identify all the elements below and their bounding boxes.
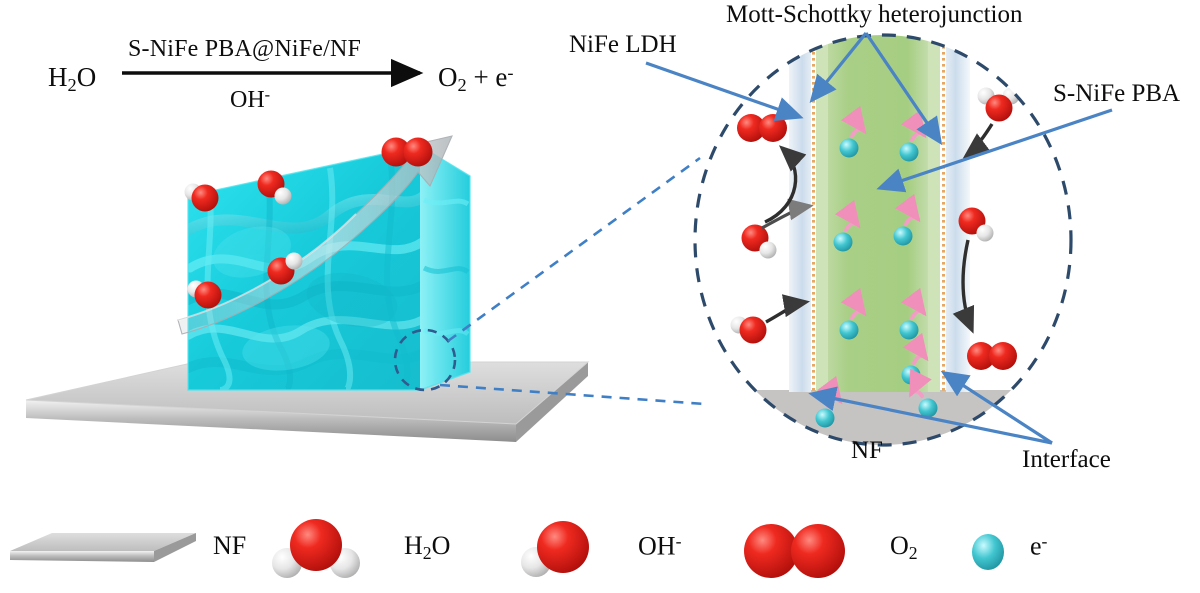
hydroxide-molecule bbox=[741, 224, 777, 259]
water-molecule-icon bbox=[272, 519, 360, 578]
hydroxide-molecule bbox=[267, 252, 303, 285]
molecule-group-circle-right bbox=[952, 87, 1020, 370]
dioxygen-molecule bbox=[381, 137, 433, 167]
dioxygen-molecule bbox=[967, 342, 1017, 370]
hydroxide-molecule bbox=[257, 170, 292, 205]
label-interface: Interface bbox=[1022, 446, 1111, 473]
nife-ldh-right-layer bbox=[946, 35, 970, 392]
label-nf-region: NF bbox=[851, 437, 883, 464]
magnified-view bbox=[693, 33, 1073, 447]
legend-label-oh: OH- bbox=[638, 531, 682, 561]
legend-label-o2: O2 bbox=[890, 531, 918, 563]
electron-icon bbox=[972, 534, 1004, 570]
dioxygen-icon bbox=[744, 524, 845, 578]
water-molecule bbox=[977, 87, 1020, 122]
label-nife-ldh: NiFe LDH bbox=[569, 31, 677, 58]
equation-catalyst-label: S-NiFe PBA@NiFe/NF bbox=[128, 36, 362, 62]
equation-electrolyte-label: OH- bbox=[230, 85, 271, 113]
callout-arrows bbox=[645, 31, 1113, 445]
legend-icons bbox=[10, 519, 1004, 578]
equation-product: O2 + e- bbox=[438, 62, 514, 96]
molecule-group-left-block bbox=[184, 137, 433, 309]
hydroxide-icon bbox=[521, 521, 589, 577]
gray-plate-icon bbox=[10, 533, 196, 562]
label-mott-schottky-heterojunction: Mott-Schottky heterojunction bbox=[726, 1, 1023, 28]
legend-label-h2o: H2O bbox=[404, 531, 451, 563]
dioxygen-molecule bbox=[737, 114, 787, 142]
magnification-ellipse-outline bbox=[693, 33, 1073, 447]
hydroxide-molecule bbox=[730, 316, 767, 344]
legend-label-electron: e- bbox=[1030, 531, 1048, 561]
label-s-nife-pba: S-NiFe PBA bbox=[1053, 80, 1181, 107]
hydroxide-molecule bbox=[187, 280, 222, 309]
hydroxide-molecule bbox=[184, 183, 219, 212]
legend-label-nf: NF bbox=[213, 531, 247, 560]
magnification-connector bbox=[393, 156, 706, 406]
molecule-group-circle-left bbox=[730, 114, 814, 344]
hydroxide-molecule bbox=[958, 207, 994, 242]
equation-reactant: H2O bbox=[48, 62, 97, 96]
